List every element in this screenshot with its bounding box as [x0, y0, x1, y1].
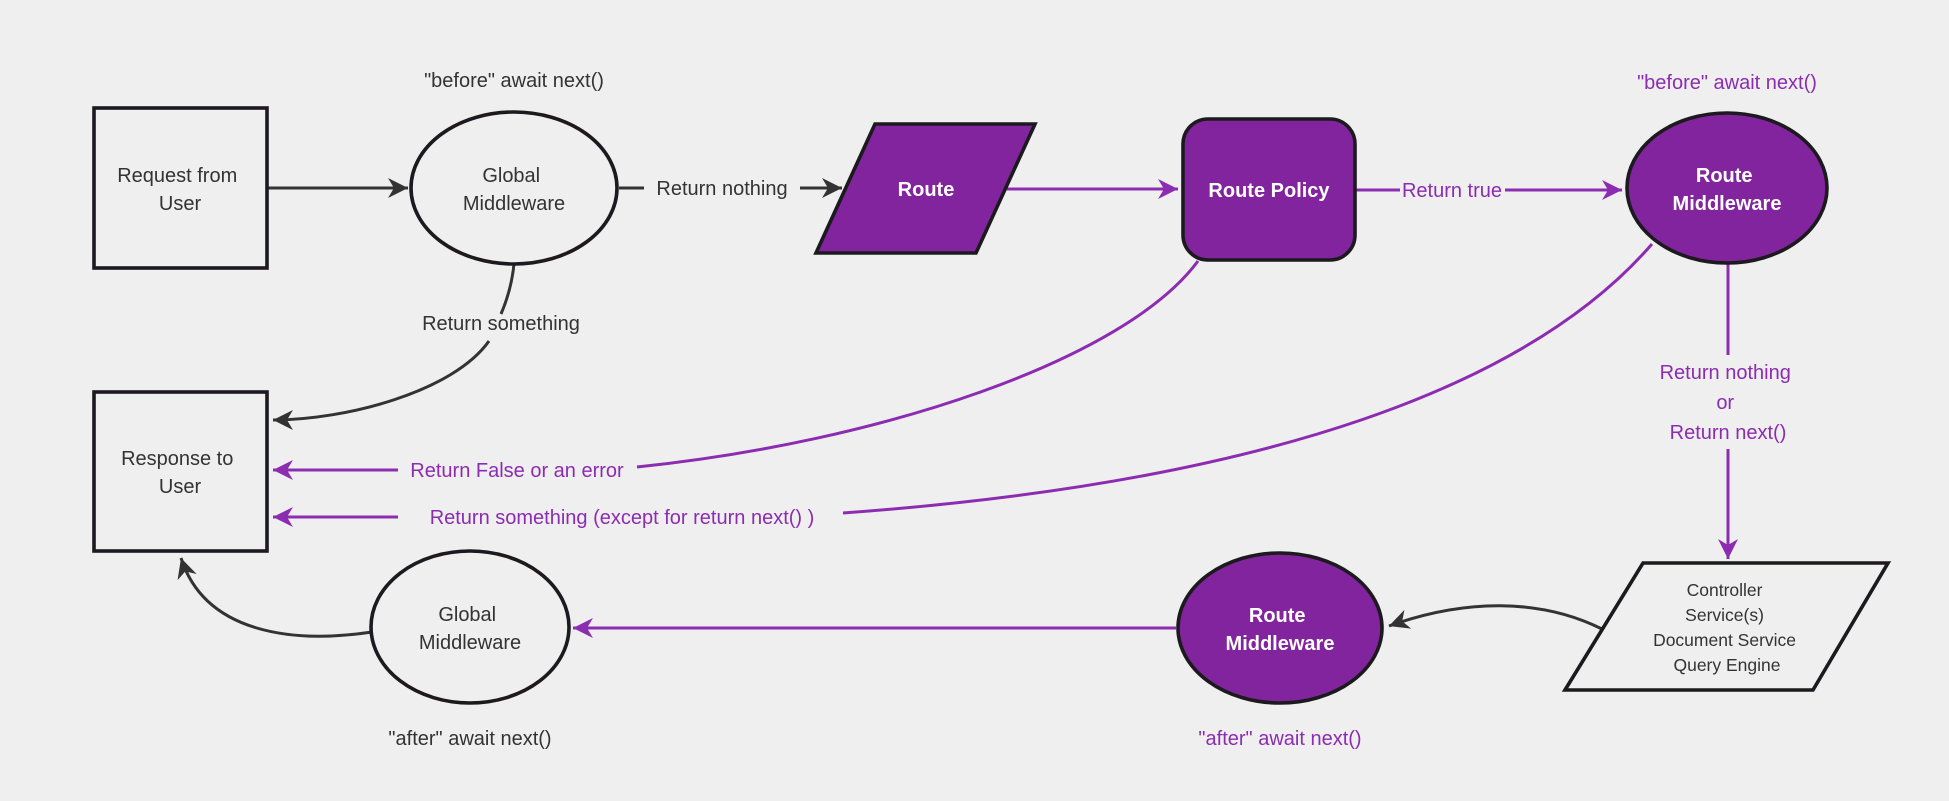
edge-return-something-except-segment1 — [842, 243, 1654, 515]
node-route-middleware-bottom: Route Middleware — [1176, 551, 1384, 705]
label-before-await-next-top: "before" await next() — [424, 70, 604, 92]
response-to-user-box — [92, 390, 269, 553]
label-return-true: Return true — [1402, 180, 1502, 202]
node-global-middleware-bottom: Global Middleware — [369, 549, 571, 705]
global-middleware-top-label: Global Middleware — [463, 165, 565, 215]
label-return-nothing: Return nothing — [656, 178, 787, 200]
label-return-something-except: Return something (except for return next… — [430, 507, 815, 529]
label-return-nothing-or-next: Return nothing or Return next() — [1660, 362, 1797, 444]
edge-return-false-segment1 — [636, 260, 1200, 469]
nodes: Request from User Global Middleware Rout… — [92, 106, 1892, 705]
node-route-policy: Route Policy — [1181, 117, 1357, 262]
route-label: Route — [898, 179, 955, 201]
global-middleware-bottom-label: Global Middleware — [419, 604, 521, 654]
controller-label: Controller Service(s) Document Service Q… — [1653, 580, 1801, 675]
edge-global-middleware-bottom-to-response — [177, 557, 373, 638]
label-return-something: Return something — [422, 313, 580, 335]
node-response-to-user: Response to User — [92, 390, 269, 553]
edges — [177, 178, 1738, 638]
route-policy-label: Route Policy — [1208, 180, 1330, 202]
label-after-await-next-bottom-right: "after" await next() — [1198, 728, 1361, 750]
edge-return-something-segment1 — [499, 263, 516, 315]
route-middleware-bottom-label: Route Middleware — [1226, 605, 1335, 655]
route-parallelogram — [813, 122, 1038, 255]
request-from-user-box — [92, 106, 269, 270]
edge-labels: "before" await next() Return nothing Ret… — [388, 70, 1817, 750]
node-global-middleware-top: Global Middleware — [409, 110, 619, 266]
response-to-user-label: Response to User — [121, 448, 239, 498]
controller-parallelogram — [1561, 561, 1892, 692]
node-controller-services: Controller Service(s) Document Service Q… — [1561, 561, 1892, 692]
global-middleware-bottom-ellipse — [369, 549, 571, 705]
route-middleware-top-label: Route Middleware — [1673, 165, 1782, 215]
global-middleware-top-ellipse — [409, 110, 619, 266]
edge-controller-to-route-middleware-bottom — [1388, 604, 1603, 631]
node-request-from-user: Request from User — [92, 106, 269, 270]
label-after-await-next-bottom-left: "after" await next() — [388, 728, 551, 750]
route-middleware-top-ellipse — [1625, 111, 1829, 265]
node-route-middleware-top: Route Middleware — [1625, 111, 1829, 265]
edge-return-something-segment2 — [272, 340, 491, 430]
label-before-await-next-right: "before" await next() — [1637, 72, 1817, 94]
route-middleware-bottom-ellipse — [1176, 551, 1384, 705]
node-route: Route — [813, 122, 1038, 255]
route-policy-box — [1181, 117, 1357, 262]
label-return-false-or-error: Return False or an error — [410, 460, 624, 482]
request-from-user-label: Request from User — [117, 165, 243, 215]
